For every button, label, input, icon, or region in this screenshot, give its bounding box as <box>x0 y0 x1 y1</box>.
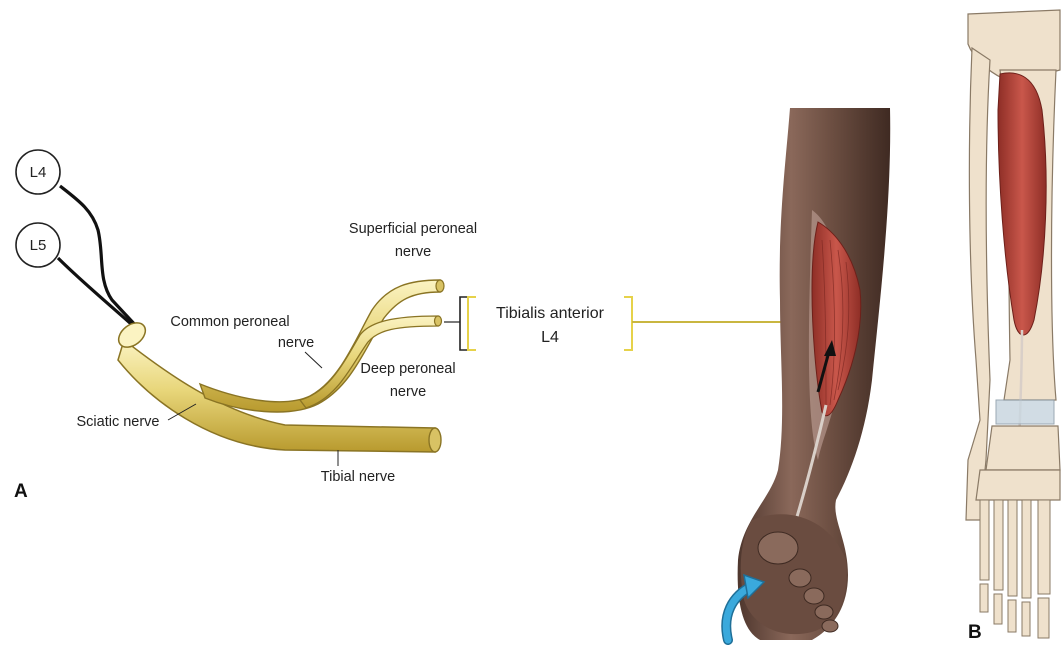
common-peroneal-label-2: nerve <box>278 335 314 351</box>
metatarsals <box>980 500 1050 598</box>
fibula <box>966 48 990 520</box>
left-bracket <box>460 297 468 350</box>
common-peroneal-leader <box>305 352 322 368</box>
l4-root-fiber <box>60 186 138 328</box>
muscle-box-left-bracket <box>468 297 476 350</box>
root-l4-label: L4 <box>30 164 47 181</box>
deep-peroneal-label-2: nerve <box>390 384 426 400</box>
superficial-peroneal-label-2: nerve <box>395 244 431 260</box>
sciatic-nerve-label: Sciatic nerve <box>76 414 159 430</box>
panel-a: L4 L5 Superficial peroneal nerve Common … <box>14 150 829 502</box>
extensor-retinaculum <box>996 400 1054 424</box>
toe-5 <box>822 620 838 632</box>
toe-2 <box>789 569 811 587</box>
common-peroneal-label-1: Common peroneal <box>170 314 289 330</box>
panel-b: B <box>966 10 1060 643</box>
tibial-nerve-label: Tibial nerve <box>321 469 395 485</box>
panel-b-label: B <box>968 622 982 643</box>
root-l4: L4 <box>16 150 60 194</box>
superficial-peroneal-end <box>436 280 444 292</box>
ankle-bones <box>986 426 1060 470</box>
deep-peroneal-end <box>435 316 442 326</box>
muscle-box-right-bracket <box>624 297 632 350</box>
root-l5: L5 <box>16 223 60 267</box>
deep-peroneal-label-1: Deep peroneal <box>360 361 455 377</box>
tibial-nerve-end <box>429 428 441 452</box>
panel-a-label: A <box>14 481 28 502</box>
root-l5-label: L5 <box>30 237 47 254</box>
superficial-peroneal-label-1: Superficial peroneal <box>349 221 477 237</box>
sciatic-nerve-end <box>114 318 150 352</box>
toe-4 <box>815 605 833 619</box>
leg-illustration <box>726 108 890 640</box>
tibial-nerve-trunk <box>118 340 435 452</box>
l5-root-fiber <box>58 258 138 330</box>
tibialis-anterior-label: Tibialis anterior <box>496 305 605 322</box>
big-toe <box>758 532 798 564</box>
toe-3 <box>804 588 824 604</box>
tibialis-anterior-root-label: L4 <box>541 329 559 346</box>
midfoot-bones <box>976 470 1060 500</box>
